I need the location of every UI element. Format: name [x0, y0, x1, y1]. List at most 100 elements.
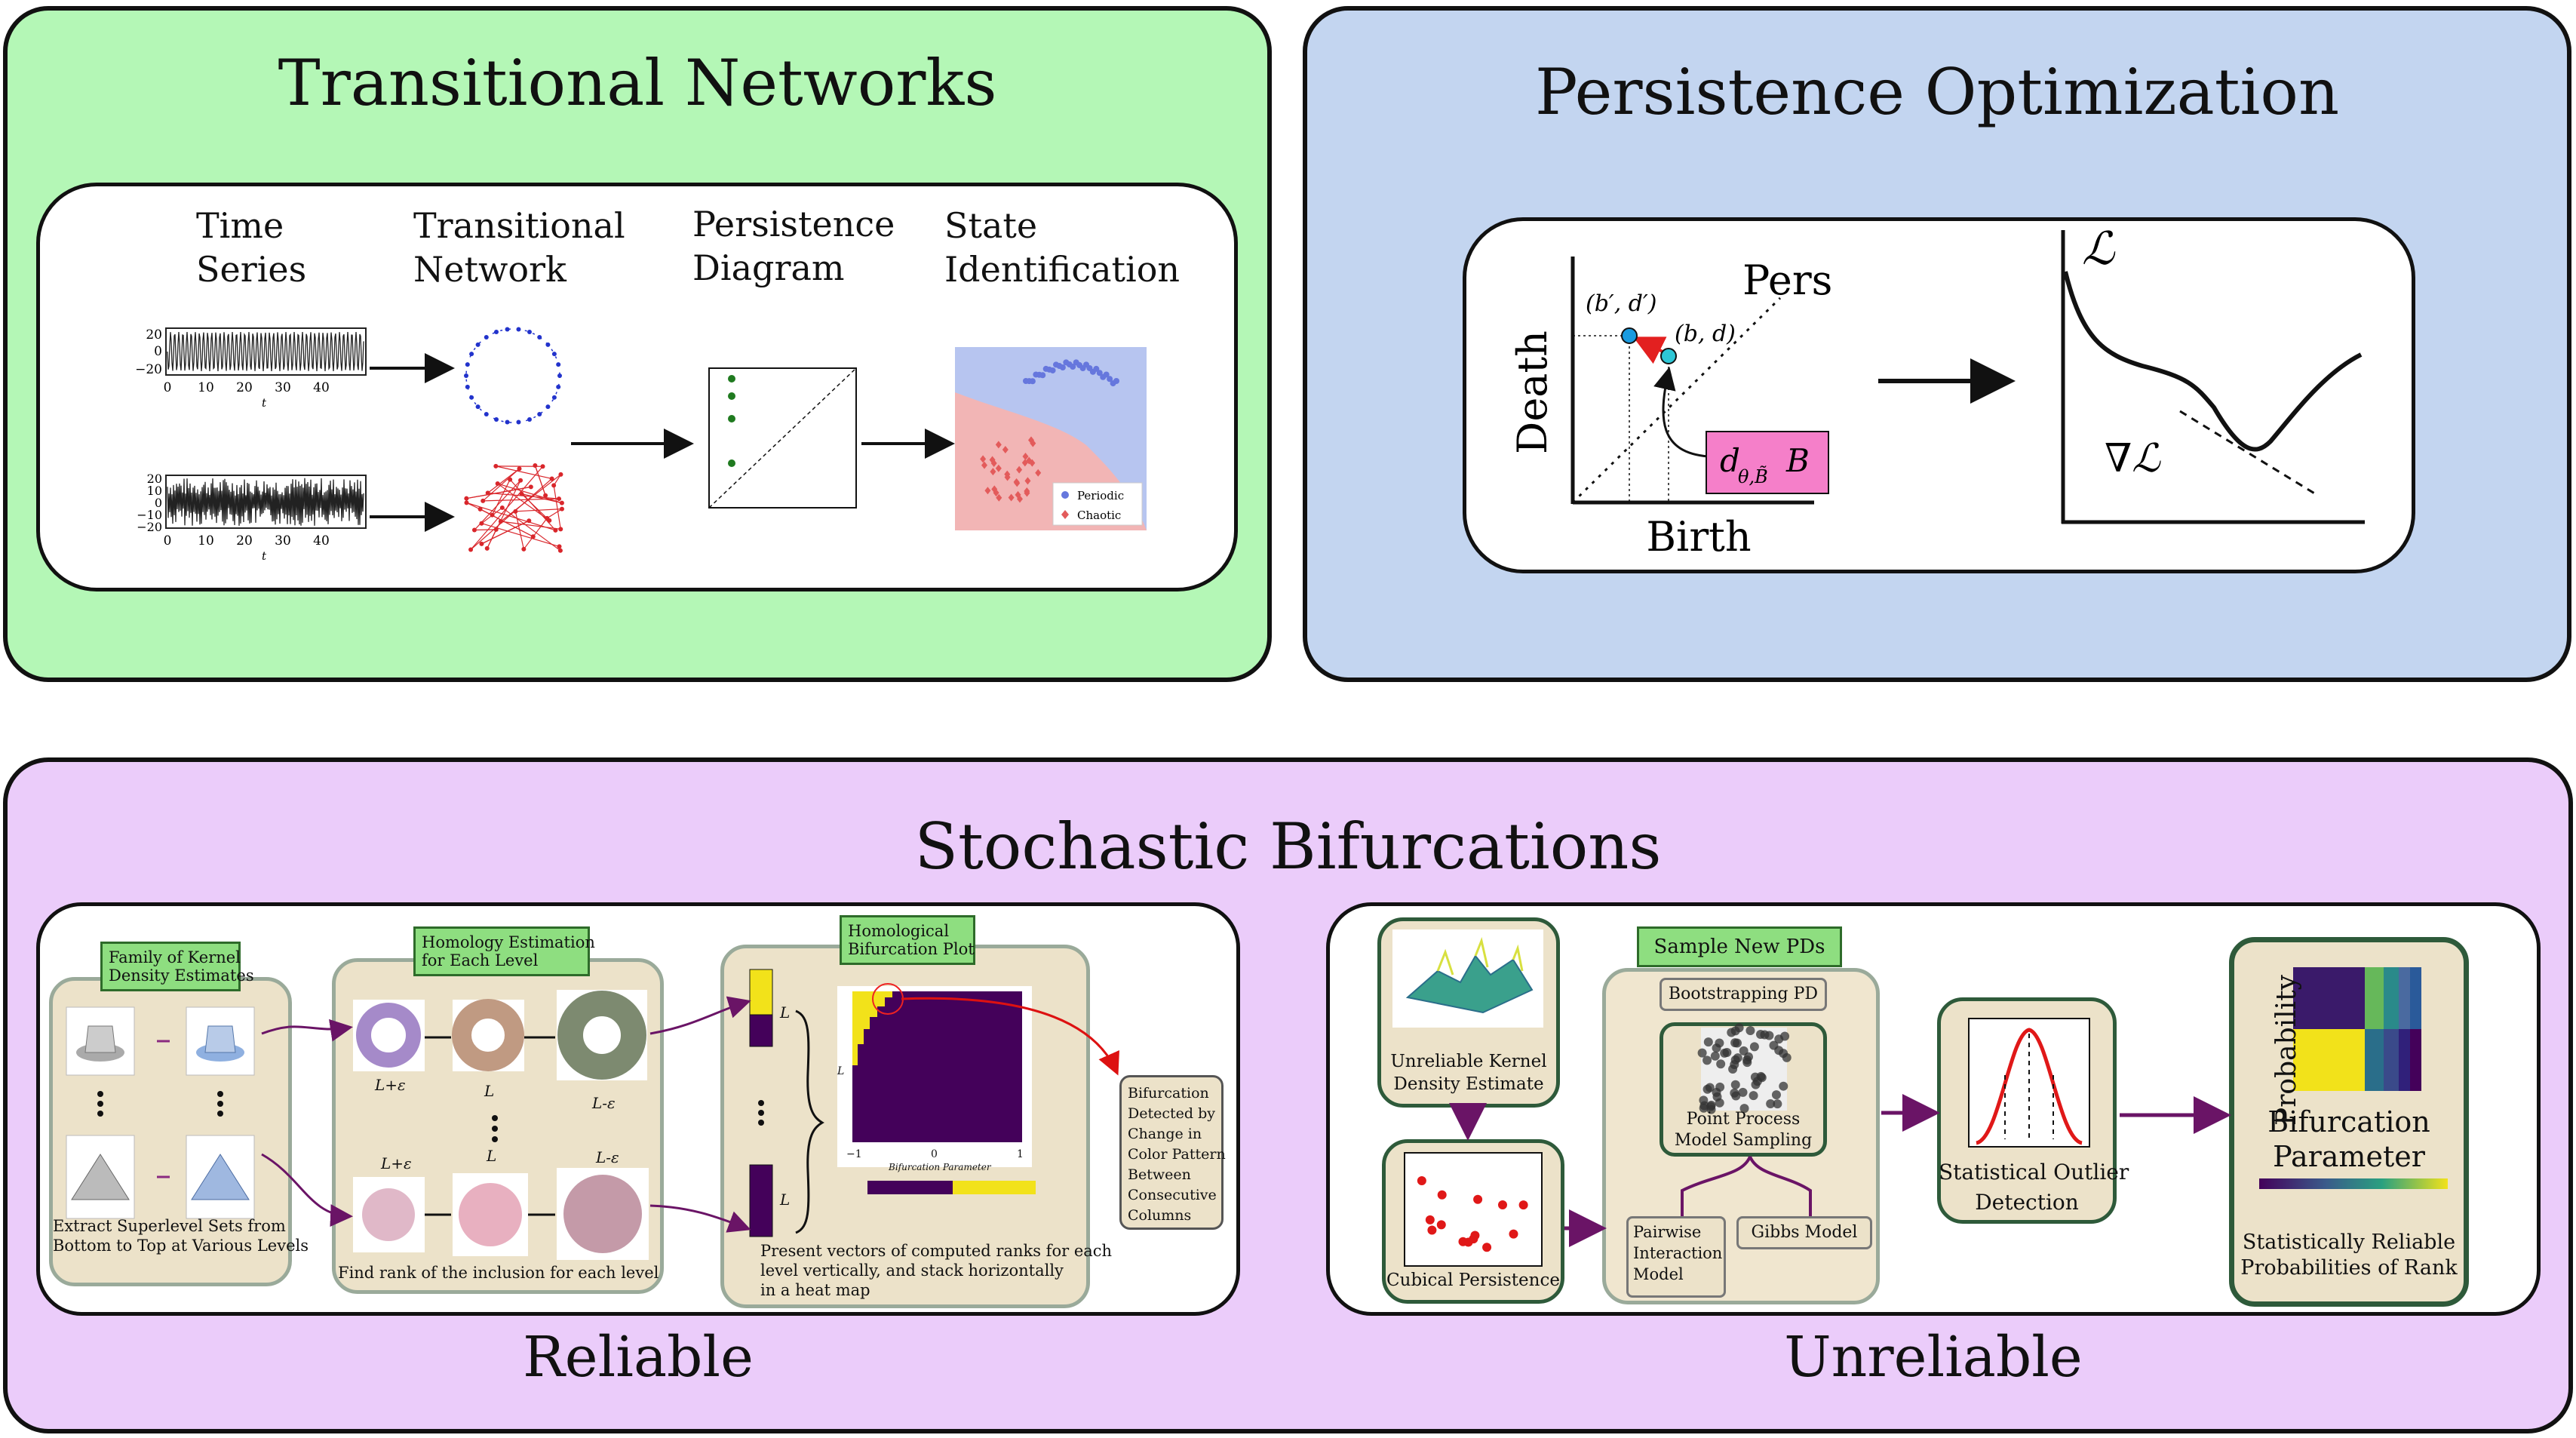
point-process-blob	[1749, 1091, 1758, 1101]
unreliable-connectors	[1449, 1094, 2231, 1247]
ts-bot-xtick-4: 40	[313, 533, 330, 548]
prob-cell-br-4	[2410, 1029, 2421, 1091]
network-periodic-nodes	[464, 327, 562, 425]
network-edge	[466, 486, 531, 499]
ts-bot-ytick-1: 10	[147, 484, 162, 498]
network-node	[464, 496, 469, 501]
network-node	[494, 416, 499, 422]
reliable-connectors	[261, 996, 1119, 1233]
cubical-point	[1425, 1215, 1435, 1224]
network-node	[530, 534, 536, 539]
network-node	[556, 384, 561, 389]
network-node	[533, 463, 538, 469]
level-top-right: L-ε	[592, 1094, 616, 1112]
network-node	[465, 384, 470, 389]
point-process-blob	[1779, 1081, 1788, 1091]
heat-ylabel: L	[837, 1065, 845, 1077]
connector-kde-to-homology-bottom	[261, 1153, 353, 1228]
chaotic-point	[1030, 439, 1036, 447]
ts-top-ytick-1: 0	[154, 344, 162, 359]
heat-xtick-0: −1	[846, 1148, 862, 1160]
network-edge	[497, 483, 563, 504]
kde-surface-mesh	[1405, 954, 1534, 1014]
cubical-point	[1482, 1243, 1492, 1252]
chaotic-point	[1004, 470, 1011, 478]
persistence-optimization-inner	[1463, 217, 2415, 573]
network-node	[465, 362, 470, 367]
connector-homology-to-vectors-top	[649, 996, 751, 1035]
network-node	[499, 505, 505, 510]
kde-family-tag: Family of Kernel Density Estimates	[100, 942, 254, 991]
rank-vector-top-yellow	[749, 969, 773, 1016]
chaotic-point	[1022, 453, 1029, 461]
cubical-point	[1427, 1225, 1437, 1235]
point-process-blob	[1732, 1038, 1742, 1048]
legend-chaotic-marker	[1061, 510, 1069, 519]
point-process-blob	[1712, 1043, 1721, 1053]
transitional-networks-title: Transitional Networks	[278, 46, 997, 120]
chaotic-point	[1016, 466, 1023, 474]
network-node	[528, 484, 533, 490]
pd-diagonal	[1571, 297, 1782, 504]
vec-label-top: L	[780, 1003, 791, 1022]
network-node	[513, 509, 518, 514]
gradient-d: d	[1720, 442, 1740, 479]
prob-cell-tr-1	[2365, 967, 2384, 1029]
probability-heatmap	[2293, 967, 2421, 1091]
network-node	[468, 547, 474, 552]
rank-vector-top-purple	[749, 1014, 773, 1047]
outlier-plot	[1968, 1018, 2090, 1148]
network-node	[494, 330, 499, 335]
time-series-periodic: 20 0 −20 0 10 20 30 40 t	[135, 327, 367, 410]
chaotic-point	[996, 493, 1002, 502]
network-node	[551, 395, 557, 400]
network-node	[516, 419, 521, 425]
ts-bot-xtick-3: 30	[275, 533, 291, 548]
network-edge	[470, 466, 543, 550]
loss-curve	[2063, 271, 2363, 452]
bootstrapping-box: Bootstrapping PD	[1660, 978, 1827, 1011]
persistence-diagram-frame	[708, 367, 857, 509]
network-node	[519, 491, 524, 496]
network-node	[559, 506, 564, 512]
state-periodic-points	[1023, 359, 1119, 387]
colorbar-purple	[867, 1181, 953, 1194]
point-process-blob	[1739, 1104, 1749, 1114]
point-process-blob	[1734, 1023, 1744, 1033]
point-process-blob	[1715, 1098, 1724, 1108]
red-gradient-arrow	[1632, 336, 1667, 364]
periodic-point	[1059, 364, 1066, 371]
kde-gauss-2	[191, 1154, 250, 1200]
cubical-label: Cubical Persistence	[1386, 1271, 1560, 1290]
level-bot-left: L+ε	[381, 1154, 412, 1172]
cubical-point	[1497, 1200, 1507, 1209]
chaotic-point	[984, 487, 991, 495]
cubical-plot	[1404, 1152, 1543, 1267]
ts-top-ytick-2: −20	[135, 362, 162, 377]
cubical-point	[1518, 1200, 1528, 1210]
heat-xtick-2: 1	[1017, 1148, 1024, 1160]
network-edge	[521, 493, 550, 521]
kde-dot-5	[217, 1101, 223, 1107]
unreliable-kde-label: Unreliable Kernel Density Estimate	[1390, 1052, 1547, 1094]
gradient-B: B	[1785, 442, 1810, 479]
connector-heatmap-to-detected	[901, 997, 1119, 1076]
chaotic-point	[980, 455, 987, 463]
network-node	[484, 412, 489, 417]
level-dot-3	[492, 1136, 498, 1142]
network-node	[477, 506, 483, 512]
branch-to-pairwise	[1681, 1156, 1752, 1217]
point-process-blob	[1766, 1099, 1776, 1109]
network-node	[495, 481, 500, 487]
network-node	[545, 404, 551, 410]
cubical-point	[1437, 1190, 1447, 1200]
time-series-chaotic: 20 10 0 −10 −20 0 10 20 30 40 t	[137, 472, 367, 563]
network-node	[517, 466, 522, 472]
kde-dot-6	[217, 1111, 223, 1117]
network-node	[479, 541, 484, 546]
rank-vector-bottom	[749, 1164, 773, 1237]
network-edge	[534, 465, 546, 496]
ts-bot-xtick-2: 20	[236, 533, 253, 548]
network-node	[527, 518, 532, 524]
network-node	[551, 483, 557, 488]
